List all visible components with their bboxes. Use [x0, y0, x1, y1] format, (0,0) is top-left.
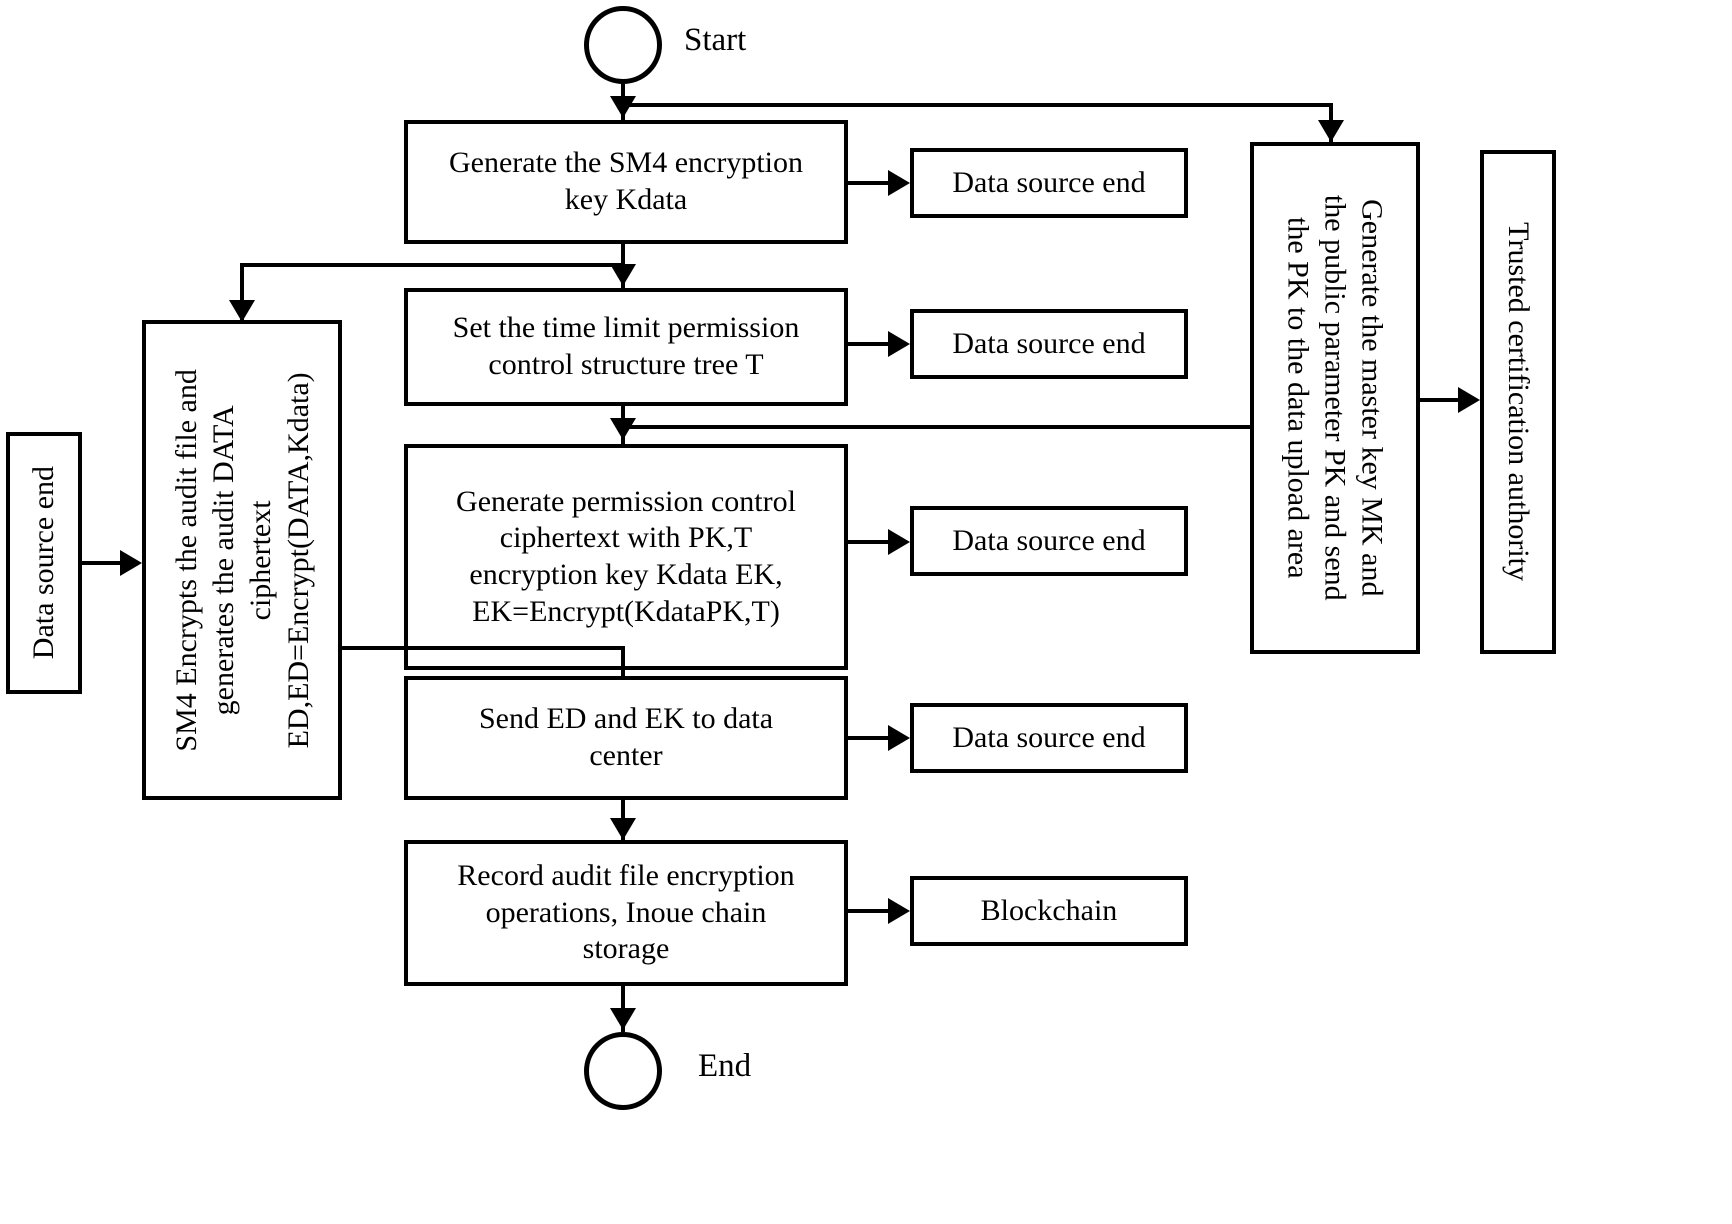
arrowhead-step1-to-sm4	[229, 300, 255, 322]
process-sm4-encrypt-audit-file-text: SM4 Encrypts the audit file and generate…	[168, 369, 317, 751]
connector-step5-to-blockchain	[848, 909, 894, 913]
connector-step1-to-actor1	[848, 181, 894, 185]
connector-sm4-to-step4-vertical	[621, 646, 625, 672]
text-line: Generate permission control	[456, 484, 796, 518]
actor-label: Data source end	[952, 523, 1146, 557]
actor-label: Data source end	[952, 165, 1146, 199]
connector-left-actor-to-sm4	[82, 561, 126, 565]
actor-left-label: Data source end	[27, 466, 61, 660]
actor-label: Data source end	[952, 326, 1146, 360]
arrowhead-mk-to-ca	[1458, 387, 1480, 413]
arrowhead-start-to-step1	[610, 96, 636, 118]
actor-trusted-certification-authority[interactable]: Trusted certification authority	[1480, 150, 1556, 654]
text-line: Generate the SM4 encryption	[448, 146, 804, 180]
process-generate-master-key[interactable]: Generate the master key MK and the publi…	[1250, 142, 1420, 654]
actor-data-source-end-1[interactable]: Data source end	[910, 148, 1188, 218]
process-set-time-limit-tree-text: Set the time limit permission control st…	[453, 310, 800, 383]
process-generate-sm4-key-text: Generate the SM4 encryption key Kdata	[449, 145, 803, 218]
actor-blockchain[interactable]: Blockchain	[910, 876, 1188, 946]
actor-data-source-end-3[interactable]: Data source end	[910, 506, 1188, 576]
arrowhead-step4-to-actor4	[888, 725, 910, 751]
text-line: center	[589, 739, 663, 772]
arrowhead-step5-to-blockchain	[888, 898, 910, 924]
process-send-ed-ek-text: Send ED and EK to data center	[479, 701, 773, 774]
arrowhead-step1-to-actor1	[888, 170, 910, 196]
text-line: generates the audit DATA	[206, 405, 240, 715]
arrowhead-step3-to-actor3	[888, 529, 910, 555]
arrowhead-start-to-mk	[1318, 120, 1344, 142]
text-line: encryption key Kdata EK,	[469, 558, 783, 591]
process-record-audit-blockchain[interactable]: Record audit file encryption operations,…	[404, 840, 848, 986]
text-line: control structure tree T	[488, 348, 764, 381]
text-line: the PK to the data upload area	[1281, 217, 1315, 579]
text-line: the public parameter PK and send	[1318, 195, 1352, 601]
start-terminator	[584, 6, 662, 84]
text-line: Set the time limit permission	[452, 311, 800, 345]
process-sm4-encrypt-audit-file[interactable]: SM4 Encrypts the audit file and generate…	[142, 320, 342, 800]
connector-start-to-mk	[621, 103, 1333, 107]
connector-step3-to-actor3	[848, 540, 894, 544]
connector-mk-to-step3	[621, 425, 1251, 429]
actor-label: Blockchain	[980, 893, 1118, 927]
process-generate-master-key-text: Generate the master key MK and the publi…	[1279, 195, 1391, 601]
text-line: operations, Inoue chain	[485, 895, 767, 929]
arrowhead-step4-to-step5	[610, 818, 636, 840]
connector-step2-to-actor2	[848, 342, 894, 346]
text-line: ciphertext	[244, 500, 277, 620]
text-line: storage	[582, 932, 670, 966]
text-line: ED,ED=Encrypt(DATA,Kdata)	[281, 371, 315, 749]
process-set-time-limit-tree[interactable]: Set the time limit permission control st…	[404, 288, 848, 406]
connector-step1-to-sm4-vertical	[240, 263, 244, 321]
text-line: Generate the master key MK and	[1355, 199, 1389, 597]
actor-data-source-end-left[interactable]: Data source end	[6, 432, 82, 694]
process-send-ed-ek[interactable]: Send ED and EK to data center	[404, 676, 848, 800]
connector-step1-to-sm4	[240, 263, 623, 267]
text-line: ciphertext with PK,T	[499, 521, 753, 555]
text-line: SM4 Encrypts the audit file and	[169, 368, 203, 752]
arrowhead-step2-to-step3	[610, 418, 636, 440]
actor-ca-label: Trusted certification authority	[1501, 222, 1535, 582]
arrowhead-step1-to-step2	[610, 264, 636, 286]
actor-data-source-end-4[interactable]: Data source end	[910, 703, 1188, 773]
process-generate-permission-ciphertext[interactable]: Generate permission control ciphertext w…	[404, 444, 848, 670]
arrowhead-step5-to-end	[610, 1008, 636, 1030]
process-generate-sm4-key[interactable]: Generate the SM4 encryption key Kdata	[404, 120, 848, 244]
actor-label: Data source end	[952, 720, 1146, 754]
text-line: Record audit file encryption	[457, 859, 795, 893]
arrowhead-left-actor-to-sm4	[120, 550, 142, 576]
connector-sm4-to-step4	[340, 646, 623, 650]
actor-data-source-end-2[interactable]: Data source end	[910, 309, 1188, 379]
connector-mk-to-ca	[1420, 398, 1464, 402]
text-line: Send ED and EK to data	[478, 702, 774, 736]
end-terminator	[584, 1032, 662, 1110]
end-label: End	[698, 1048, 752, 1084]
arrowhead-step2-to-actor2	[888, 331, 910, 357]
text-line: key Kdata	[564, 183, 688, 216]
process-record-audit-blockchain-text: Record audit file encryption operations,…	[457, 858, 794, 968]
process-generate-permission-ciphertext-text: Generate permission control ciphertext w…	[456, 484, 796, 630]
connector-step4-to-actor4	[848, 736, 894, 740]
text-line: EK=Encrypt(KdataPK,T)	[472, 594, 780, 628]
start-label: Start	[684, 22, 747, 58]
